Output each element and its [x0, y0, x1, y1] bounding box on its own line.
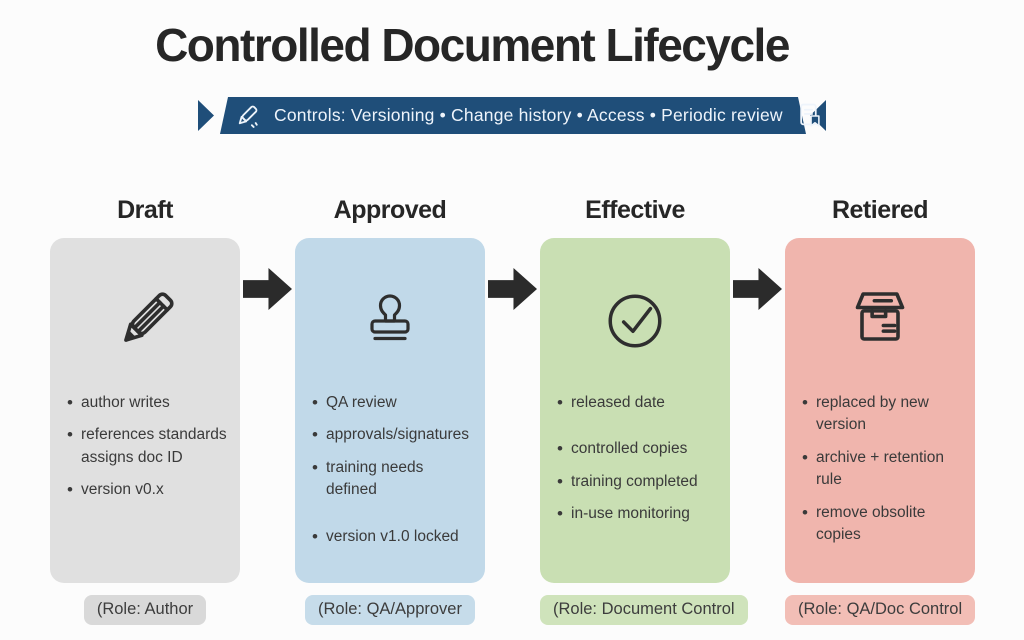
arrow-right-icon: [733, 268, 782, 310]
stage-bullets: replaced by new version archive + retenti…: [801, 391, 967, 547]
bullet-item: training completed: [556, 470, 722, 495]
stage-heading-retiered: Retiered: [831, 196, 929, 224]
ribbon-text: Controls: Versioning • Change history • …: [274, 105, 783, 125]
stage-bullets: author writes references standards assign…: [66, 391, 232, 504]
stage-column-draft: Draft author writes references standards …: [50, 196, 240, 625]
stage-heading-draft: Draft: [117, 196, 173, 224]
stage-heading-effective: Effective: [585, 196, 685, 224]
bullet-item: references standards assigns doc ID: [66, 423, 232, 469]
stage-card-effective: released date controlled copies training c…: [540, 238, 730, 583]
document-check-icon: [797, 103, 822, 128]
bullet-item: approvals/signatures: [311, 423, 477, 448]
page: Controlled Document Lifecycle Controls: …: [0, 18, 1024, 640]
stage-column-effective: Effective released date controlled copies…: [540, 196, 748, 625]
stage-bullets: QA review approvals/signatures training ne…: [311, 391, 477, 550]
stage-heading-approved: Approved: [333, 196, 447, 224]
pencil-icon: [50, 262, 240, 380]
bullet-item: version v0.x: [66, 478, 232, 503]
pencil-icon: [234, 103, 260, 129]
controls-ribbon: Controls: Versioning • Change history • …: [198, 97, 826, 134]
arrow-cell: [485, 196, 540, 310]
stage-card-approved: QA review approvals/signatures training ne…: [295, 238, 485, 583]
bullet-item: controlled copies: [556, 437, 722, 462]
role-badge-draft: (Role: Author: [83, 595, 207, 625]
ribbon-content: Controls: Versioning • Change history • …: [198, 97, 826, 134]
arrow-cell: [730, 196, 785, 310]
arrow-right-icon: [243, 268, 292, 310]
ribbon-background: [198, 97, 826, 134]
check-circle-icon: [540, 262, 730, 380]
bullet-item: released date: [556, 391, 722, 416]
bullet-item: replaced by new version: [801, 391, 967, 437]
bullet-item: remove obsolite copies: [801, 501, 967, 547]
stage-card-draft: author writes references standards assign…: [50, 238, 240, 583]
stamp-icon: [295, 262, 485, 380]
bullet-item: QA review: [311, 391, 477, 416]
bullet-item: in-use monitoring: [556, 502, 722, 527]
bullet-item: author writes: [66, 391, 232, 416]
role-badge-approved: (Role: QA/Approver: [305, 595, 475, 625]
role-badge-effective: (Role: Document Control: [540, 595, 748, 625]
bullet-item: version v1.0 locked: [311, 525, 477, 550]
role-badge-retiered: (Role: QA/Doc Control: [785, 595, 976, 625]
page-title: Controlled Document Lifecycle: [155, 19, 790, 71]
stage-column-retiered: Retiered replaced by new version archive …: [785, 196, 976, 625]
arrow-right-icon: [488, 268, 537, 310]
arrow-cell: [240, 196, 295, 310]
stage-column-approved: Approved QA review approvals/signatures tr…: [295, 196, 485, 625]
archive-box-icon: [785, 262, 975, 380]
stage-card-retiered: replaced by new version archive + retenti…: [785, 238, 975, 583]
bullet-item: training needs defined: [311, 456, 477, 502]
lifecycle-flow: Draft author writes references standards …: [50, 196, 1024, 625]
stage-bullets: released date controlled copies training c…: [556, 391, 722, 528]
bullet-item: archive + retention rule: [801, 446, 967, 492]
